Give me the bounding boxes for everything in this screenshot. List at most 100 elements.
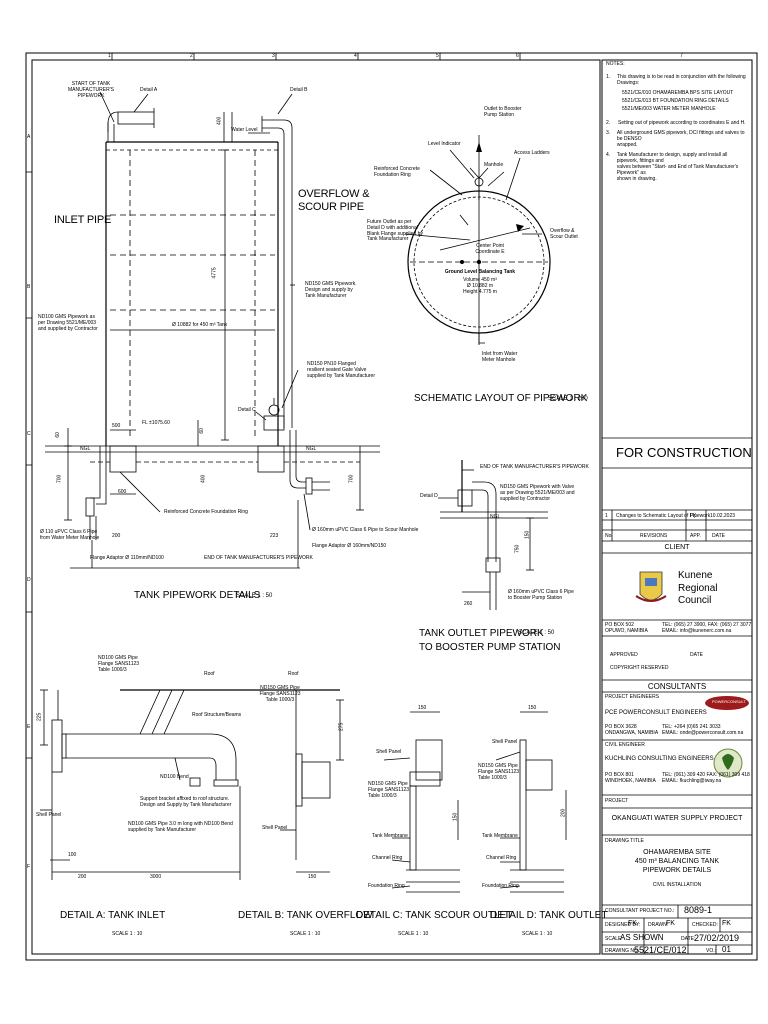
detail-b-roof: Roof	[288, 671, 299, 677]
civil-engineer-name: KUCHLING CONSULTING ENGINEERS	[605, 756, 714, 762]
project-label: PROJECT	[605, 798, 629, 804]
client-address: PO BOX 502 OPUWO, NAMIBIA	[605, 622, 648, 634]
dim-200: 200	[112, 533, 121, 539]
detail-d-membrane: Tank Membrane	[482, 833, 518, 839]
grid-col-7: 7	[680, 53, 683, 59]
client-contact: TEL: (065) 27 3900, FAX: (065) 27 3077 E…	[662, 622, 752, 634]
note-item: 1.This drawing is to be read in conjunct…	[606, 74, 750, 86]
consultants-heading: CONSULTANTS	[647, 682, 707, 691]
detail-c-dim-150-side: 150	[452, 812, 459, 822]
client-heading: CLIENT	[664, 544, 690, 551]
upvc160-label: Ø 160mm uPVC Class 6 Pipe to Scour Manho…	[312, 527, 419, 533]
tank-pipework-scale: SCALE 1 : 50	[236, 593, 273, 599]
scale-label: SCALE:	[605, 936, 623, 942]
grid-row-e: E	[27, 724, 31, 730]
revision-header-app: APP.	[690, 533, 701, 539]
outlet-ngl: NGL	[490, 514, 501, 520]
note-item: 2.Setting out of pipework according to c…	[606, 120, 750, 126]
drawing-title-label: DRAWING TITLE	[605, 838, 644, 844]
detail-a-shell: Shell Panel	[36, 812, 62, 818]
project-engineers-address: PO BOX 3628 ONDANGWA, NAMIBIA	[605, 724, 659, 736]
drawn-value: FK	[666, 920, 675, 927]
tank-name: Ground Level Balancing Tank	[444, 269, 516, 275]
grid-row-f: F	[27, 864, 31, 870]
designed-value: FK	[628, 920, 637, 927]
consultant-project-no-label: CONSULTANT PROJECT NO.:	[605, 908, 675, 914]
overflow-heading: OVERFLOW & SCOUR PIPE	[298, 188, 370, 213]
outlet-end-label: END OF TANK MANUFACTURER'S PIPEWORK	[480, 464, 589, 470]
detail-c-title: DETAIL C: TANK SCOUR OUTLET	[356, 910, 513, 921]
consultant-logo-icon	[705, 696, 749, 710]
project-name: OKANGUATI WATER SUPPLY PROJECT	[611, 815, 743, 822]
date-value: 27/02/2019	[694, 933, 740, 943]
tank-specs: Volume 450 m³ Ø 10.882 m Height 4.775 m	[463, 277, 497, 295]
detail-a-scale: SCALE 1 : 10	[112, 931, 143, 937]
grid-col-6: 6	[516, 53, 519, 59]
dim-4775: 4775	[211, 267, 218, 279]
grid-col-3: 3	[272, 53, 275, 59]
client-name: Kunene Regional Council	[678, 570, 718, 606]
copyright-label: COPYRIGHT RESERVED	[610, 665, 669, 671]
nd150-note: ND150 GMS Pipework. Design and supply by…	[305, 281, 357, 299]
detail-c-shell: Shell Panel	[376, 749, 402, 755]
tank-pipework-title: TANK PIPEWORK DETAILS	[134, 590, 261, 601]
outlet-dim-150: 150	[524, 530, 531, 540]
note-text: 5521/ME/003 WATER METER MANHOLE	[622, 106, 716, 112]
water-level-label: Water Level	[231, 127, 258, 133]
civil-engineer-contact: TEL: (061) 309 420 FAX: (061) 309 418 EM…	[662, 772, 750, 784]
detail-d-title: DETAIL D: TANK OUTLET	[490, 910, 608, 921]
detail-a-title: DETAIL A: TANK INLET	[60, 910, 166, 921]
client-crest-icon	[635, 571, 667, 602]
detail-a-dim-225: 225	[36, 712, 43, 722]
outlet-dim-260: 260	[464, 601, 473, 607]
project-engineers-label: PROJECT ENGINEERS	[605, 694, 660, 700]
revision-number: 1	[605, 513, 608, 519]
dim-400b: 400	[200, 474, 207, 484]
detail-a-ref: Detail A	[140, 87, 158, 93]
schematic-title: SCHEMATIC LAYOUT OF PIPEWORK	[414, 393, 588, 404]
outlet-booster-label: Outlet to Booster Pump Station	[484, 106, 522, 118]
drawing-title: OHAMAREMBA SITE 450 m³ BALANCING TANK PI…	[634, 849, 720, 875]
grid-col-4: 4	[354, 53, 357, 59]
detail-b-ref: Detail B	[290, 87, 308, 93]
tank-diameter-label: Ø 10882 for 450 m³ Tank	[172, 322, 228, 328]
end-pipework-label: END OF TANK MANUFACTURER'S PIPEWORK	[204, 555, 313, 561]
detail-a-pipe-label: ND100 GMS Pipe Flange SANS1123 Table 100…	[98, 655, 140, 673]
notes-heading: NOTES:	[606, 61, 625, 67]
detail-b-scale: SCALE 1 : 10	[290, 931, 321, 937]
detail-b-pipe: ND150 GMS Pipe Flange SANS1123 Table 100…	[259, 685, 301, 703]
detail-c-foundation: Foundation Ring	[368, 883, 405, 889]
outlet-dim-750: 750	[514, 544, 521, 554]
detail-c-pipe: ND150 GMS Pipe Flange SANS1123 Table 100…	[368, 781, 410, 799]
detail-a-bend: ND100 Bend	[160, 774, 189, 780]
detail-c-dim-150-top: 150	[418, 705, 427, 711]
note-text: Setting out of pipework according to coo…	[618, 120, 746, 126]
dim-400: 400	[216, 116, 223, 126]
detail-a-dim-100: 100	[68, 852, 77, 858]
detail-d-dim-200: 200	[560, 808, 567, 818]
drawing-number: 5521/CE/012	[634, 945, 687, 955]
detail-c-ref: Detail C	[238, 407, 256, 413]
valve-note: ND150 PN10 Flanged resilient seated Gate…	[307, 361, 376, 379]
detail-b-dim-275: 275	[338, 722, 345, 732]
grid-col-5: 5	[436, 53, 439, 59]
detail-c-membrane: Tank Membrane	[372, 833, 408, 839]
drawn-label: DRAWN:	[648, 922, 669, 928]
detail-a-roof-struct: Roof Structure/Beams	[192, 712, 242, 718]
level-indicator-label: Level Indicator	[428, 141, 461, 147]
grid-row-a: A	[27, 134, 31, 140]
note-text: Tank Manufacturer to design, supply and …	[616, 152, 739, 182]
upvc110-label: Ø 110 uPVC Class 6 Pipe from Water Meter…	[40, 529, 100, 541]
plan-ring-label: Reinforced Concrete Foundation Ring	[374, 166, 420, 178]
detail-a-pipe-long: ND100 GMS Pipe 3.0 m long with ND100 Ben…	[128, 821, 233, 833]
schematic-scale: SCALE 1 : 200	[548, 396, 588, 402]
detail-a-dim-200: 200	[78, 874, 87, 880]
revision-date: 10.02.2023	[710, 513, 736, 519]
future-outlet-label: Future Outlet as per Detail D with addit…	[367, 219, 423, 243]
detail-d-ref: Detail D	[420, 493, 438, 499]
grid-col-2: 2	[190, 53, 193, 59]
dim-60-left: 60	[54, 432, 61, 438]
checked-label: CHECKED:	[692, 922, 718, 928]
dim-60-right: 60	[198, 428, 205, 434]
